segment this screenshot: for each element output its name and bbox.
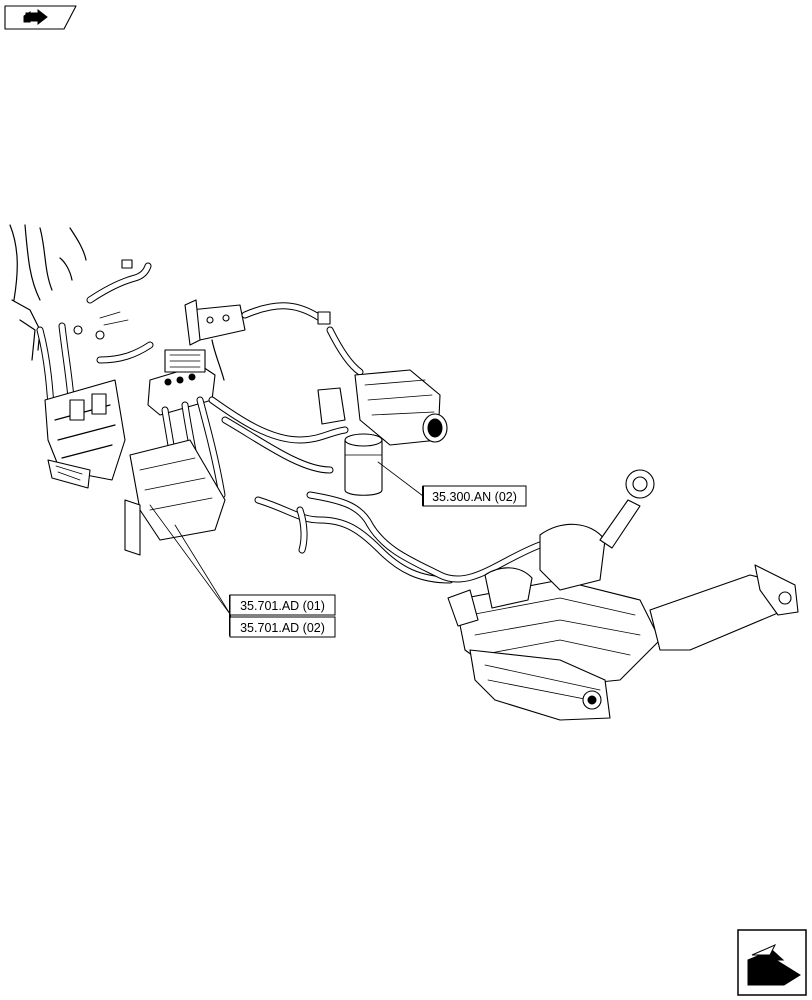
distribution-block: [184, 299, 364, 381]
callout-valve[interactable]: 35.701.AD (01) 35.701.AD (02): [149, 504, 336, 638]
manifold-bracket: [124, 349, 349, 556]
callout-valve-label-01: 35.701.AD (01): [240, 599, 325, 613]
callout-filter-label: 35.300.AN (02): [432, 490, 517, 504]
callout-valve-label-02: 35.701.AD (02): [240, 621, 325, 635]
next-page-arrow-icon[interactable]: [737, 929, 807, 996]
arrow-nav-icon[interactable]: [4, 5, 77, 30]
oil-filter: [344, 433, 383, 496]
callout-filter[interactable]: 35.300.AN (02): [377, 461, 527, 507]
return-hoses: [254, 491, 544, 584]
rear-hitch-assembly: [447, 469, 799, 721]
control-valve-assembly: [9, 224, 154, 489]
hydraulic-pump: [317, 369, 448, 446]
